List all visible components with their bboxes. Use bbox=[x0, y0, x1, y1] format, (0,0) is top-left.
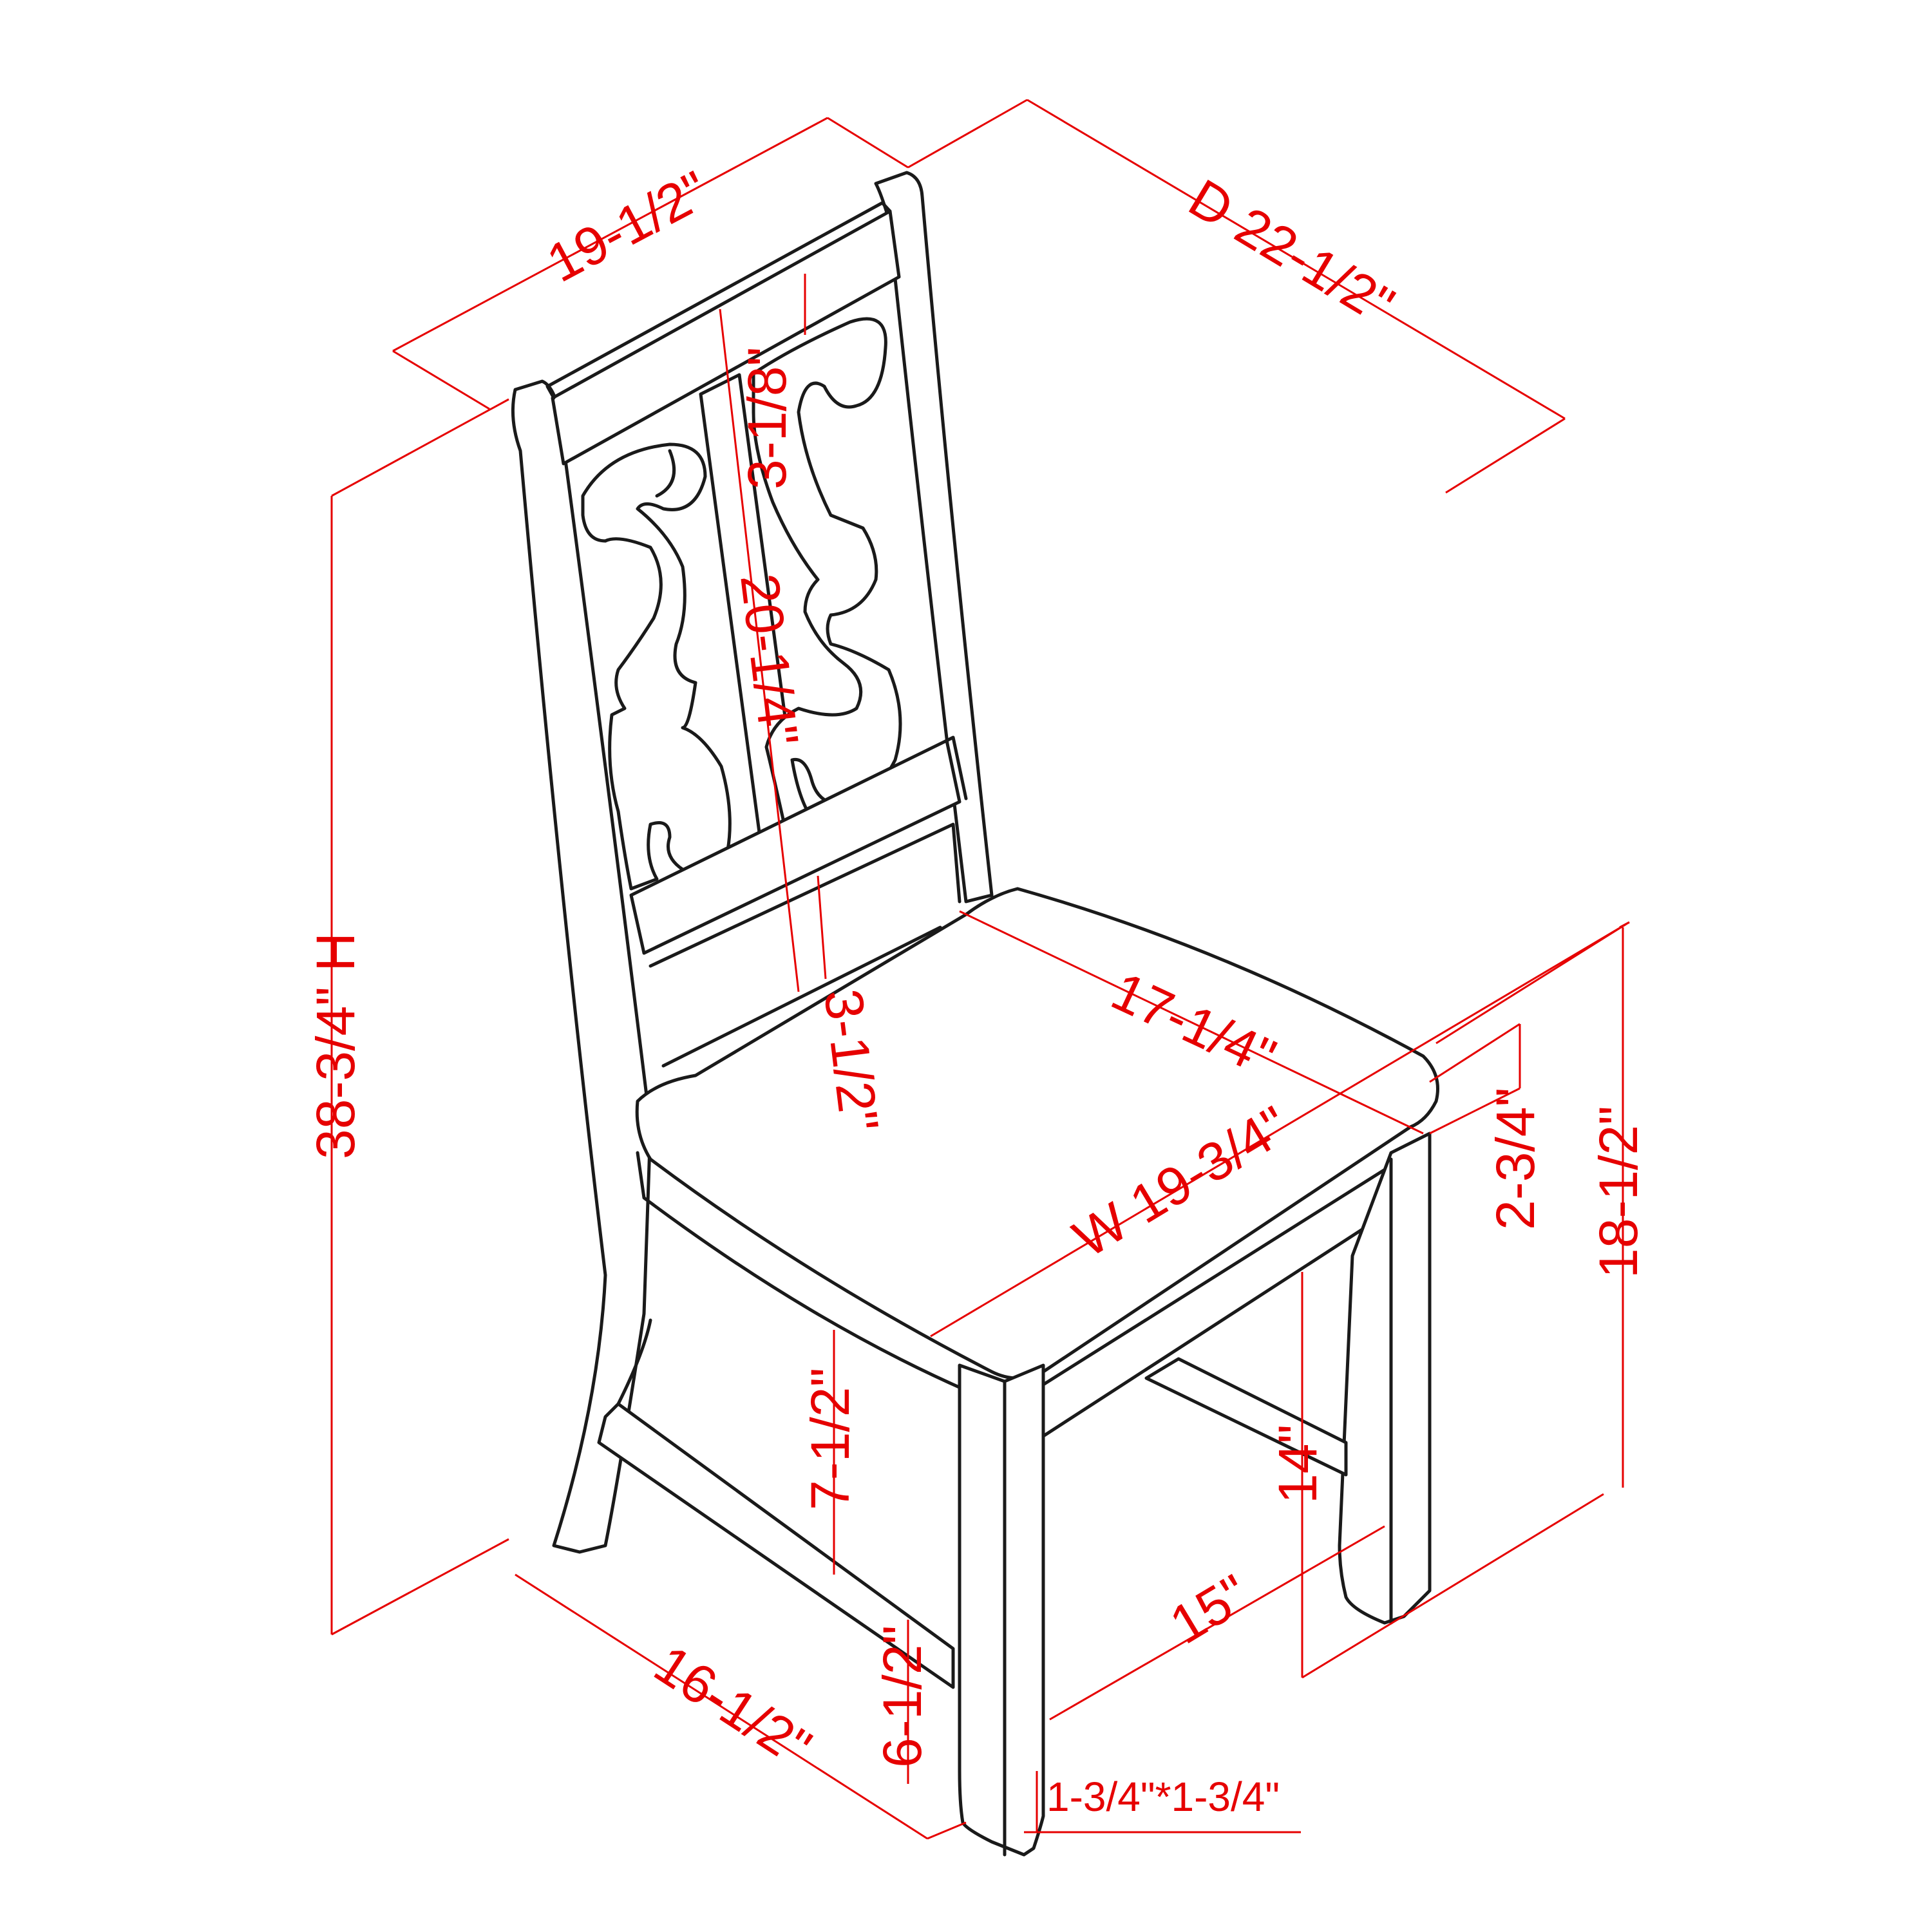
front-leg bbox=[958, 1363, 1045, 1857]
top-rail bbox=[551, 209, 901, 466]
label-leg-section: 1-3/4"*1-3/4" bbox=[1046, 1774, 1280, 1820]
back-right-leg bbox=[1338, 1132, 1432, 1625]
label-top-rail-height: 3-1/8" bbox=[737, 347, 797, 489]
lower-back-rail bbox=[629, 739, 961, 955]
dimension-lines bbox=[330, 99, 1630, 1840]
chair-outline bbox=[511, 171, 1439, 1857]
seat-top bbox=[635, 887, 1439, 1380]
label-leg-span: 15" bbox=[1160, 1562, 1259, 1655]
label-stretcher-height: 7-1/2" bbox=[800, 1368, 860, 1510]
label-seat-height: 18-1/2" bbox=[1588, 1106, 1649, 1278]
label-splat-height: 20-1/4" bbox=[729, 571, 810, 749]
left-back-post bbox=[511, 379, 652, 1554]
right-back-post bbox=[874, 171, 994, 904]
label-top-width: 19-1/2" bbox=[537, 159, 718, 294]
back-stretcher bbox=[1144, 1357, 1348, 1477]
side-stretcher-left bbox=[597, 1402, 955, 1689]
label-apron-height: 2-3/4" bbox=[1485, 1088, 1546, 1230]
label-overall-height: 38-3/4" H bbox=[305, 933, 366, 1159]
label-depth: D 22-1/2" bbox=[1179, 167, 1405, 336]
label-foot-height: 6-1/2" bbox=[872, 1625, 933, 1768]
label-leg-clearance: 14" bbox=[1267, 1425, 1328, 1504]
label-base-depth: 16-1/2" bbox=[644, 1633, 822, 1778]
